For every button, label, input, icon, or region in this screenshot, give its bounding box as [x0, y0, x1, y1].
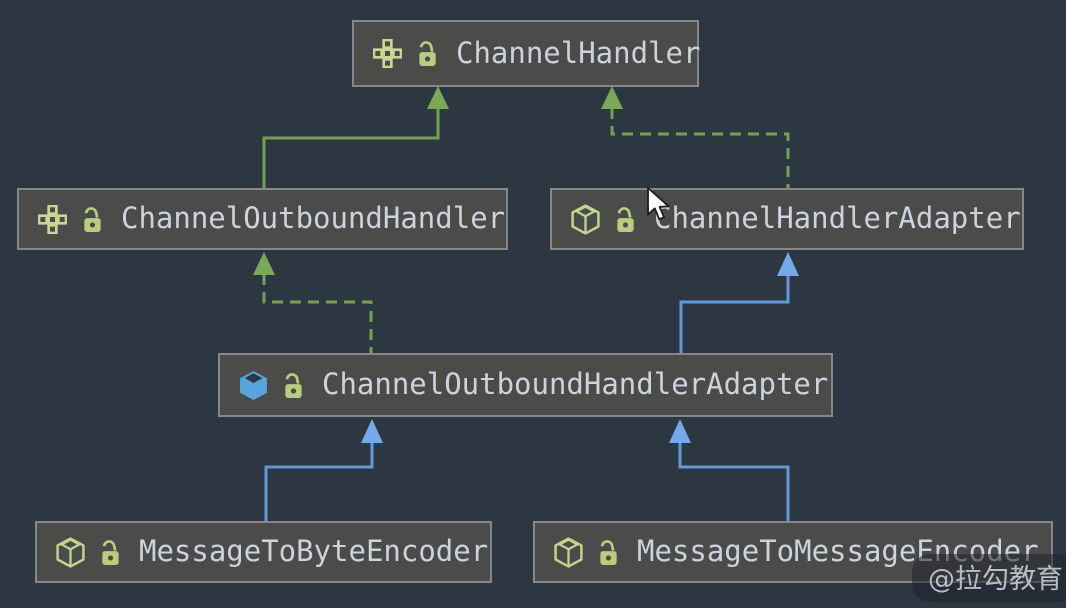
interface-icon [373, 39, 402, 68]
edge-extends-channeloutboundhandler-channelhandler [262, 86, 449, 188]
mouse-cursor [647, 187, 670, 221]
edge-extends-messagetomessageencoder-channeloutboundhandleradapter [669, 419, 790, 521]
class-node-label: MessageToByteEncoder [139, 534, 489, 568]
class-cube-outline-icon [554, 536, 583, 568]
class-node-label: ChannelHandlerAdapter [654, 201, 1021, 235]
lock-icon [285, 372, 302, 398]
class-node-message-to-byte-encoder[interactable]: MessageToByteEncoder [35, 521, 492, 583]
edge-implements-channelhandleradapter-channelhandler [601, 86, 790, 188]
class-node-label: ChannelOutboundHandlerAdapter [322, 367, 829, 401]
lock-icon [102, 539, 119, 565]
class-node-label: ChannelOutboundHandler [121, 201, 506, 235]
class-node-channel-outbound-handler[interactable]: ChannelOutboundHandler [17, 188, 508, 250]
class-node-label: ChannelHandler [456, 35, 701, 70]
edge-extends-messagetobyteencoder-channeloutboundhandleradapter [264, 419, 383, 521]
class-cube-filled-icon [240, 370, 267, 400]
class-node-channel-outbound-handler-adapter[interactable]: ChannelOutboundHandlerAdapter [218, 353, 833, 417]
interface-icon [38, 204, 67, 234]
lock-icon [84, 206, 101, 232]
lock-icon [419, 41, 436, 66]
class-cube-outline-icon [571, 203, 600, 235]
class-node-channel-handler[interactable]: ChannelHandler [352, 20, 701, 87]
class-node-channel-handler-adapter[interactable]: ChannelHandlerAdapter [550, 188, 1024, 250]
class-cube-outline-icon [56, 536, 85, 568]
edge-implements-channeloutboundhandleradapter-channeloutboundhandler [253, 252, 373, 353]
watermark: @拉勾教育 [912, 554, 1066, 602]
lock-icon [600, 539, 617, 565]
lock-icon [617, 206, 634, 232]
edge-extends-channeloutboundhandleradapter-channelhandleradapter [679, 252, 799, 353]
